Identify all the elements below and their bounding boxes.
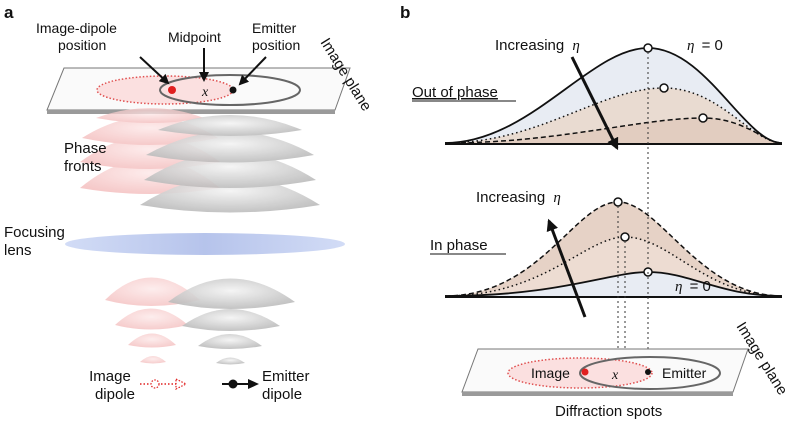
image-dipole-symbol [140, 378, 188, 390]
out-phase-peak-3 [698, 113, 708, 123]
phase-fronts-label: Phase fronts [64, 140, 111, 175]
out-phase-curve-mid [444, 87, 783, 144]
image-plane-b [461, 348, 749, 396]
lower-fronts-image [105, 277, 200, 364]
spot-emitter-dot [645, 369, 651, 375]
panel-a-label: a [4, 3, 14, 22]
phase-fronts-emitter [140, 115, 320, 213]
focusing-lens-label: Focusing lens [4, 224, 69, 259]
emitter-dipole-symbol [222, 379, 259, 389]
image-position-arrow [139, 56, 170, 85]
spot-midpoint-label: x [611, 368, 619, 383]
image-dipole-label: Image dipole [89, 368, 135, 403]
in-phase-label: In phase [430, 237, 488, 254]
eta-zero-bottom-label: η = 0 [675, 278, 711, 295]
spot-image-label: Image [531, 365, 570, 381]
increasing-eta-top-arrow [570, 56, 619, 151]
eta-zero-top-label: η = 0 [687, 37, 723, 54]
midpoint-x-symbol: x [201, 85, 209, 100]
increasing-eta-bottom-label: Increasing η [476, 189, 561, 206]
image-dipole-position-label: Image-dipole position [36, 20, 121, 53]
spot-image-dot [581, 368, 589, 376]
out-phase-curve-high [444, 117, 783, 144]
emitter-dipole-label: Emitter dipole [262, 368, 314, 403]
increasing-eta-top-label: Increasing η [495, 37, 580, 54]
increasing-eta-bottom-arrow [546, 218, 587, 318]
emitter-dot [229, 86, 237, 94]
out-phase-peak-2 [659, 83, 669, 93]
image-plane-a [46, 67, 351, 114]
midpoint-label: Midpoint [168, 29, 221, 45]
emitter-position-label: Emitter position [252, 20, 300, 53]
emitter-position-arrow [238, 56, 267, 86]
out-phase-peak-1 [643, 43, 653, 53]
out-of-phase-label: Out of phase [412, 84, 498, 101]
in-phase-peak-1 [613, 197, 623, 207]
panel-b-label: b [400, 3, 410, 22]
lower-fronts-emitter [168, 278, 295, 365]
diffraction-spots-label: Diffraction spots [555, 403, 662, 420]
image-dipole-dot [168, 86, 176, 94]
in-phase-plot [444, 197, 783, 298]
out-of-phase-plot [444, 43, 783, 145]
spot-emitter-label: Emitter [662, 365, 707, 381]
in-phase-peak-2 [620, 232, 630, 242]
in-phase-curve-mid [444, 236, 783, 297]
focusing-lens-shape [65, 233, 345, 255]
